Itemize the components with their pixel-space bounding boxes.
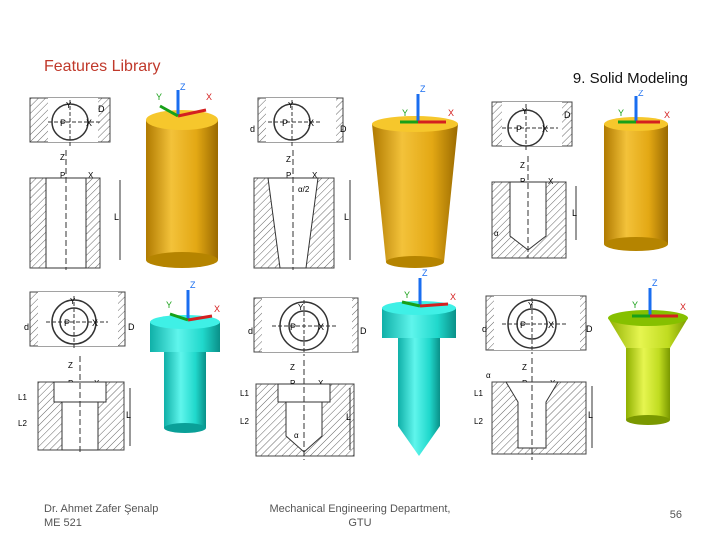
label-p: P [520, 320, 526, 330]
author-name: Dr. Ahmet Zafer Şenalp [44, 503, 159, 515]
label-z: Z [68, 361, 73, 370]
footer-department: Mechanical Engineering Department, GTU [250, 502, 470, 530]
axis-z-label: Z [420, 84, 426, 94]
label-x: X [548, 320, 554, 330]
label-d: D [564, 110, 571, 120]
label-alpha: α [486, 371, 491, 380]
label-y: Y [66, 101, 72, 110]
label-x: X [92, 318, 98, 328]
label-p: P [64, 318, 70, 328]
axis-y-label: Y [618, 108, 624, 118]
label-l2: L2 [474, 417, 483, 426]
university-name: GTU [348, 517, 372, 529]
axis-x-label: X [214, 304, 220, 314]
label-l: L [572, 208, 577, 218]
label-p: P [290, 322, 296, 332]
label-l1: L1 [18, 393, 27, 402]
label-l: L [344, 212, 349, 222]
axis-x-label: X [680, 302, 686, 312]
axis-z-label: Z [422, 268, 428, 278]
label-d: D [586, 324, 593, 334]
label-p: P [60, 118, 66, 128]
course-code: ME 521 [44, 517, 82, 529]
label-x2: X [312, 171, 318, 180]
label-alpha: α [294, 431, 299, 440]
label-x: X [86, 118, 92, 128]
page-number: 56 [669, 509, 682, 521]
label-z: Z [290, 363, 295, 372]
label-y: Y [528, 301, 534, 310]
feature-panel-blind-hole: P X Y D Z P X α L Z X Y [491, 90, 670, 259]
label-l: L [588, 410, 593, 420]
feature-panel-tapered-hole: P X Y d D Z P X α/2 L Z X Y [250, 84, 458, 270]
label-d-small: d [250, 124, 255, 134]
label-x: X [542, 124, 548, 134]
label-d-small: d [482, 324, 487, 334]
feature-panel-countersink-drilled-hole: P X Y d D Z P X α L1 L2 L Z X Y [240, 268, 456, 460]
label-l2: L2 [240, 417, 249, 426]
label-z: Z [522, 363, 527, 372]
axis-y-label: Y [156, 92, 162, 102]
label-x2: X [88, 171, 94, 180]
label-l1: L1 [240, 389, 249, 398]
label-l1: L1 [474, 389, 483, 398]
axis-y-label: Y [632, 300, 638, 310]
label-alpha-half: α/2 [298, 185, 310, 194]
label-l: L [126, 410, 131, 420]
axis-x-label: X [206, 92, 212, 102]
axis-y-label: Y [166, 300, 172, 310]
label-p2: P [286, 171, 291, 180]
section-title: 9. Solid Modeling [572, 70, 688, 87]
label-p2: P [60, 171, 65, 180]
label-d: D [128, 322, 135, 332]
footer-author: Dr. Ahmet Zafer Şenalp ME 521 [44, 502, 158, 530]
label-d-small: d [248, 326, 253, 336]
features-library-title: Features Library [44, 58, 161, 75]
axis-z-label: Z [180, 82, 186, 92]
label-x: X [318, 322, 324, 332]
label-d: D [98, 104, 105, 114]
label-d-small: d [24, 322, 29, 332]
axis-z-label: Z [190, 280, 196, 290]
label-l: L [114, 212, 119, 222]
feature-panel-simple-hole: P X Y D Z P X L Z X Y [29, 82, 218, 270]
axis-x-label: X [450, 292, 456, 302]
label-d: D [340, 124, 347, 134]
label-y: Y [522, 107, 528, 116]
label-alpha: α [494, 229, 499, 238]
axis-x-label: X [664, 110, 670, 120]
label-z: Z [60, 153, 65, 162]
label-y: Y [70, 297, 76, 306]
label-z: Z [286, 155, 291, 164]
label-x: X [308, 118, 314, 128]
label-z: Z [520, 161, 525, 170]
label-y: Y [298, 303, 304, 312]
label-p: P [282, 118, 288, 128]
label-d: D [360, 326, 367, 336]
feature-panel-countersink-hole: P X Y d D Z P X α L1 L2 L Z X Y [474, 278, 688, 460]
axis-y-label: Y [402, 108, 408, 118]
feature-panel-counterbore-hole: P X Y d D Z P X L1 L2 L Z X Y [18, 280, 220, 452]
axis-y-label: Y [404, 290, 410, 300]
department-name: Mechanical Engineering Department, [269, 503, 451, 515]
axis-z-label: Z [638, 90, 644, 98]
label-y: Y [288, 101, 294, 110]
label-l: L [346, 412, 351, 422]
label-l2: L2 [18, 419, 27, 428]
axis-x-label: X [448, 108, 454, 118]
label-p: P [516, 124, 522, 134]
axis-z-label: Z [652, 278, 658, 288]
